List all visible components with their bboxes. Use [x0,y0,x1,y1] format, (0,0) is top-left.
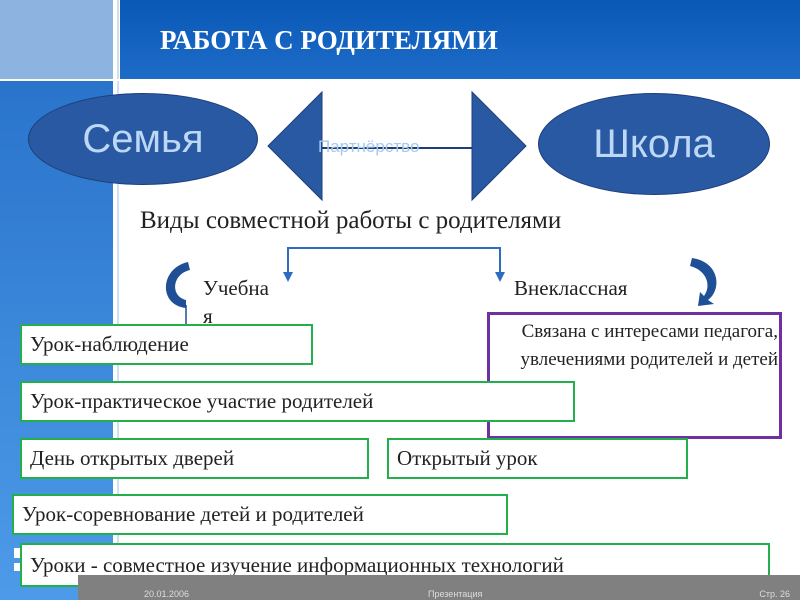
footer-center: Презентация [428,589,483,599]
partnership-label: Партнёрство [318,137,420,156]
left-panel-top [0,0,113,79]
header-bar [120,0,800,79]
arrow-down-icon [495,272,505,282]
arrow-left-triangle [267,90,323,202]
curved-arrow-right-icon [690,258,717,306]
curved-arrow-left-icon [165,262,190,308]
list-item: День открытых дверей [20,438,369,479]
school-ellipse: Школа [538,93,770,195]
list-item: Урок-наблюдение [20,324,313,365]
arrow-down-icon [283,272,293,282]
branch-extracurricular: Внеклассная [514,276,628,300]
arrow-right-triangle [471,90,527,202]
branch-connector [287,247,501,278]
description-text: Связана с интересами педагога, увлечения… [520,321,778,370]
list-item: Урок-практическое участие родителей [20,381,575,422]
divider [0,79,800,81]
footer-page: Стр. 26 [759,589,790,599]
footer-bar: 20.01.2006 Презентация Стр. 26 [78,587,800,600]
section-subtitle: Виды совместной работы с родителями [140,207,562,234]
family-ellipse: Семья [28,93,258,185]
list-item: Открытый урок [387,438,688,479]
divider [113,0,116,600]
branch-educational: Учебная [203,276,269,328]
footer-bar-upper [78,575,800,587]
footer-date: 20.01.2006 [144,589,190,599]
list-item: Урок-соревнование детей и родителей [12,494,508,535]
page-title: РАБОТА С РОДИТЕЛЯМИ [160,25,498,55]
divider [117,0,119,600]
